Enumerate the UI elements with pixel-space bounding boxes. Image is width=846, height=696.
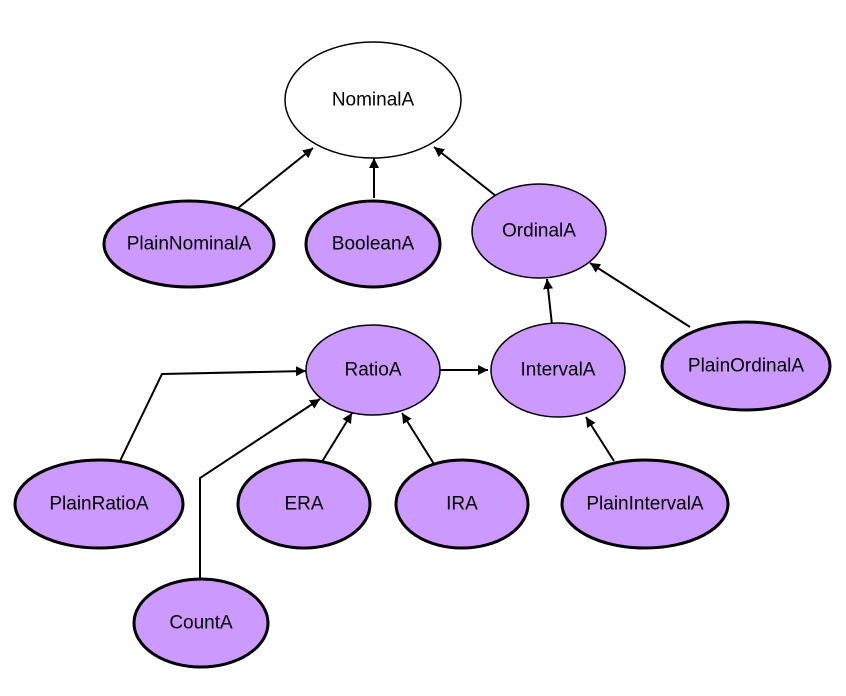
node-count-label: CountA: [169, 613, 233, 634]
node-plain-ordinal: PlainOrdinalA: [660, 320, 832, 412]
node-count-shape: [132, 577, 270, 669]
node-nominal-label: NominalA: [332, 90, 415, 111]
node-ratio: RatioA: [305, 324, 441, 416]
node-ordinal-label: OrdinalA: [502, 221, 576, 242]
node-ratio-label: RatioA: [344, 360, 401, 381]
node-boolean: BooleanA: [304, 199, 442, 289]
edge-plain-ratio-to-ratio: [119, 366, 307, 462]
node-interval-shape: [490, 322, 626, 418]
edge-ira-to-ratio: [401, 412, 435, 465]
node-era-label: ERA: [284, 494, 323, 515]
node-count: CountA: [132, 577, 270, 669]
node-plain-ratio-shape: [13, 458, 185, 550]
node-ira-label: IRA: [446, 494, 478, 515]
node-nominal-shape: [284, 41, 462, 159]
node-ira: IRA: [394, 458, 530, 550]
node-interval-label: IntervalA: [521, 360, 596, 381]
node-era-shape: [236, 458, 372, 550]
node-nominal: NominalA: [284, 41, 462, 159]
node-plain-ratio-label: PlainRatioA: [49, 494, 149, 515]
edge-interval-to-ordinal: [543, 278, 554, 326]
node-plain-interval: PlainIntervalA: [560, 458, 730, 550]
edge-ordinal-to-nominal: [433, 146, 497, 197]
edge-plain-interval-to-interval: [585, 416, 615, 462]
node-plain-nominal-shape: [102, 199, 276, 289]
node-plain-ratio: PlainRatioA: [13, 458, 185, 550]
edge-plain-ordinal-to-ordinal: [589, 262, 691, 328]
edge-plain-nominal-to-nominal: [237, 147, 314, 209]
node-boolean-label: BooleanA: [332, 234, 415, 255]
node-ordinal: OrdinalA: [471, 183, 607, 279]
node-ordinal-shape: [471, 183, 607, 279]
node-ira-shape: [394, 458, 530, 550]
edges: [119, 146, 691, 578]
node-plain-interval-shape: [560, 458, 730, 550]
node-plain-interval-label: PlainIntervalA: [586, 494, 704, 515]
node-ratio-shape: [305, 324, 441, 416]
node-plain-ordinal-label: PlainOrdinalA: [688, 356, 804, 377]
node-plain-nominal-label: PlainNominalA: [127, 234, 252, 255]
node-plain-ordinal-shape: [660, 320, 832, 412]
node-interval: IntervalA: [490, 322, 626, 418]
node-era: ERA: [236, 458, 372, 550]
edge-era-to-ratio: [319, 412, 353, 466]
node-boolean-shape: [304, 199, 442, 289]
edge-count-to-ratio: [199, 398, 321, 578]
node-plain-nominal: PlainNominalA: [102, 199, 276, 289]
